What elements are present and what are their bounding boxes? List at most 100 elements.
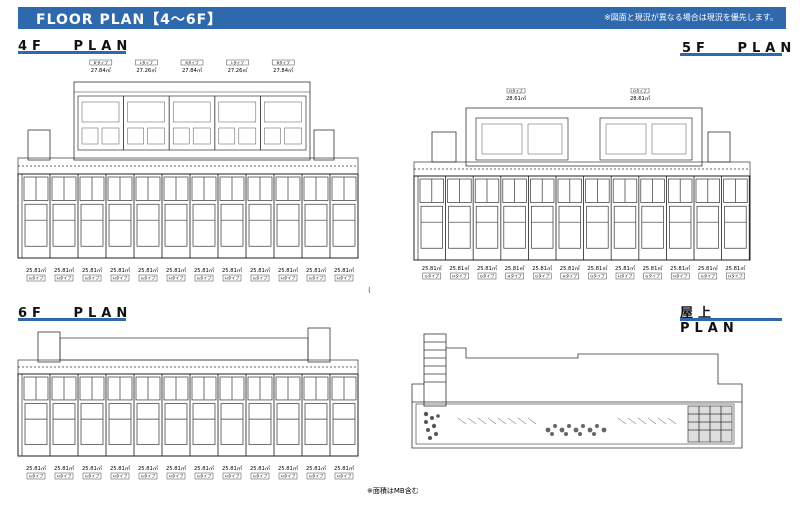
lower-type-box-6 — [560, 272, 580, 280]
lower-area-6: 25.81㎡ — [166, 464, 187, 472]
unit-room — [696, 205, 719, 249]
upper-type-box-2 — [630, 88, 650, 94]
roof-deck-pattern — [457, 417, 677, 425]
lower-area-10: 25.81㎡ — [278, 266, 299, 274]
header-note: ※図面と現況が異なる場合は現況を優先します。 — [604, 13, 778, 22]
lower-type-4: Hタイプ — [113, 276, 127, 281]
section-underline-6f — [18, 318, 126, 321]
lower-type-6: Hタイプ — [563, 274, 577, 279]
upper-unit — [214, 95, 261, 151]
upper-type-box-5 — [271, 59, 295, 66]
lower-type-1: Gタイプ — [425, 274, 440, 279]
unit-room — [641, 205, 664, 249]
lower-type-box-1 — [26, 274, 46, 282]
unit-room — [276, 203, 300, 247]
lower-type-7: Gタイプ — [197, 474, 212, 479]
lower-type-box-9 — [643, 272, 662, 280]
lower-area-2: 25.81㎡ — [54, 464, 75, 472]
corridor — [17, 359, 359, 375]
upper-bath — [127, 127, 144, 145]
lower-type-box-3 — [82, 472, 102, 480]
lower-type-3: Gタイプ — [480, 274, 495, 279]
unit-room — [136, 403, 160, 445]
upper-room — [172, 101, 211, 123]
upper-unit — [475, 117, 569, 161]
page-header-bar: FLOOR PLAN【4〜6F】 ※図面と現況が異なる場合は現況を優先します。 — [18, 7, 786, 29]
lower-area-8: 25.81㎡ — [615, 264, 636, 272]
lower-type-8: Hタイプ — [618, 274, 632, 279]
lower-type-6: Hタイプ — [169, 276, 183, 281]
lower-type-11: Gタイプ — [309, 474, 324, 479]
lower-type-9: Gタイプ — [253, 276, 268, 281]
lower-type-10: Hタイプ — [673, 274, 687, 279]
lower-area-4: 25.81㎡ — [110, 266, 131, 274]
lower-type-3: Gタイプ — [85, 276, 100, 281]
roof-terrace — [59, 337, 309, 361]
stair-core-right — [707, 131, 731, 163]
roof-terrace — [415, 403, 735, 445]
north-arrow-circle — [368, 286, 370, 294]
lower-type-2: Hタイプ — [452, 274, 466, 279]
lower-type-box-12 — [726, 272, 745, 280]
roof-planting-center — [545, 424, 607, 436]
upper-unit — [260, 95, 307, 151]
upper-area-3: 27.84㎡ — [182, 66, 203, 74]
lower-area-1: 25.81㎡ — [26, 266, 47, 274]
lower-area-8: 25.81㎡ — [222, 464, 243, 472]
lower-type-box-8 — [222, 274, 242, 282]
lower-type-box-7 — [194, 472, 214, 480]
unit-room — [724, 205, 747, 249]
upper-unit — [123, 95, 170, 151]
unit-room — [24, 403, 48, 445]
lower-type-10: Hタイプ — [281, 276, 295, 281]
lower-type-box-8 — [615, 272, 635, 280]
lower-area-9: 25.81㎡ — [250, 464, 271, 472]
lower-type-9: Gタイプ — [645, 274, 660, 279]
lower-area-6: 25.81㎡ — [166, 266, 187, 274]
lower-area-7: 25.81㎡ — [194, 266, 215, 274]
stair-core-left — [431, 131, 457, 163]
stair-core-right — [307, 327, 331, 363]
upper-bath — [81, 127, 99, 145]
upper-bath — [651, 123, 687, 155]
floor-plan-4f-drawing: B'タイプ27.84㎡Lタイプ27.26㎡Bタイプ27.84㎡Lタイプ27.26… — [17, 59, 370, 294]
upper-room — [218, 101, 257, 123]
lower-type-box-7 — [588, 272, 607, 280]
unit-room — [164, 203, 188, 247]
corridor — [413, 161, 751, 177]
unit-room — [192, 203, 216, 247]
lower-type-box-12 — [334, 472, 354, 480]
unit-room — [558, 205, 581, 249]
lower-type-box-12 — [334, 274, 354, 282]
area-footnote: ※面積はMB含む — [367, 487, 419, 495]
lower-area-10: 25.81㎡ — [278, 464, 299, 472]
lower-type-box-3 — [82, 274, 102, 282]
unit-room — [52, 403, 76, 445]
unit-room — [52, 203, 76, 247]
unit-room — [108, 203, 132, 247]
lower-type-12: Hタイプ — [728, 274, 742, 279]
upper-wing-outline — [73, 81, 311, 161]
lower-area-3: 25.81㎡ — [477, 264, 498, 272]
lower-type-box-9 — [250, 274, 270, 282]
unit-room — [136, 203, 160, 247]
lower-type-7: Gタイプ — [590, 274, 605, 279]
unit-room — [164, 403, 188, 445]
lower-type-box-5 — [532, 272, 552, 280]
lower-type-box-11 — [306, 472, 326, 480]
lower-type-box-2 — [54, 274, 74, 282]
unit-room — [448, 205, 471, 249]
lower-area-3: 25.81㎡ — [82, 266, 103, 274]
lower-outline — [17, 173, 359, 259]
unit-room — [24, 203, 48, 247]
lower-area-10: 25.81㎡ — [670, 264, 691, 272]
floor-plan-roof-drawing — [411, 333, 743, 449]
lower-type-7: Gタイプ — [197, 276, 212, 281]
lower-type-box-6 — [166, 274, 186, 282]
section-underline-5f — [680, 53, 782, 56]
upper-bath — [172, 127, 190, 145]
lower-type-2: Hタイプ — [57, 474, 71, 479]
lower-type-box-4 — [110, 274, 130, 282]
section-underline-4f — [18, 51, 126, 54]
section-underline-roof — [680, 318, 782, 321]
